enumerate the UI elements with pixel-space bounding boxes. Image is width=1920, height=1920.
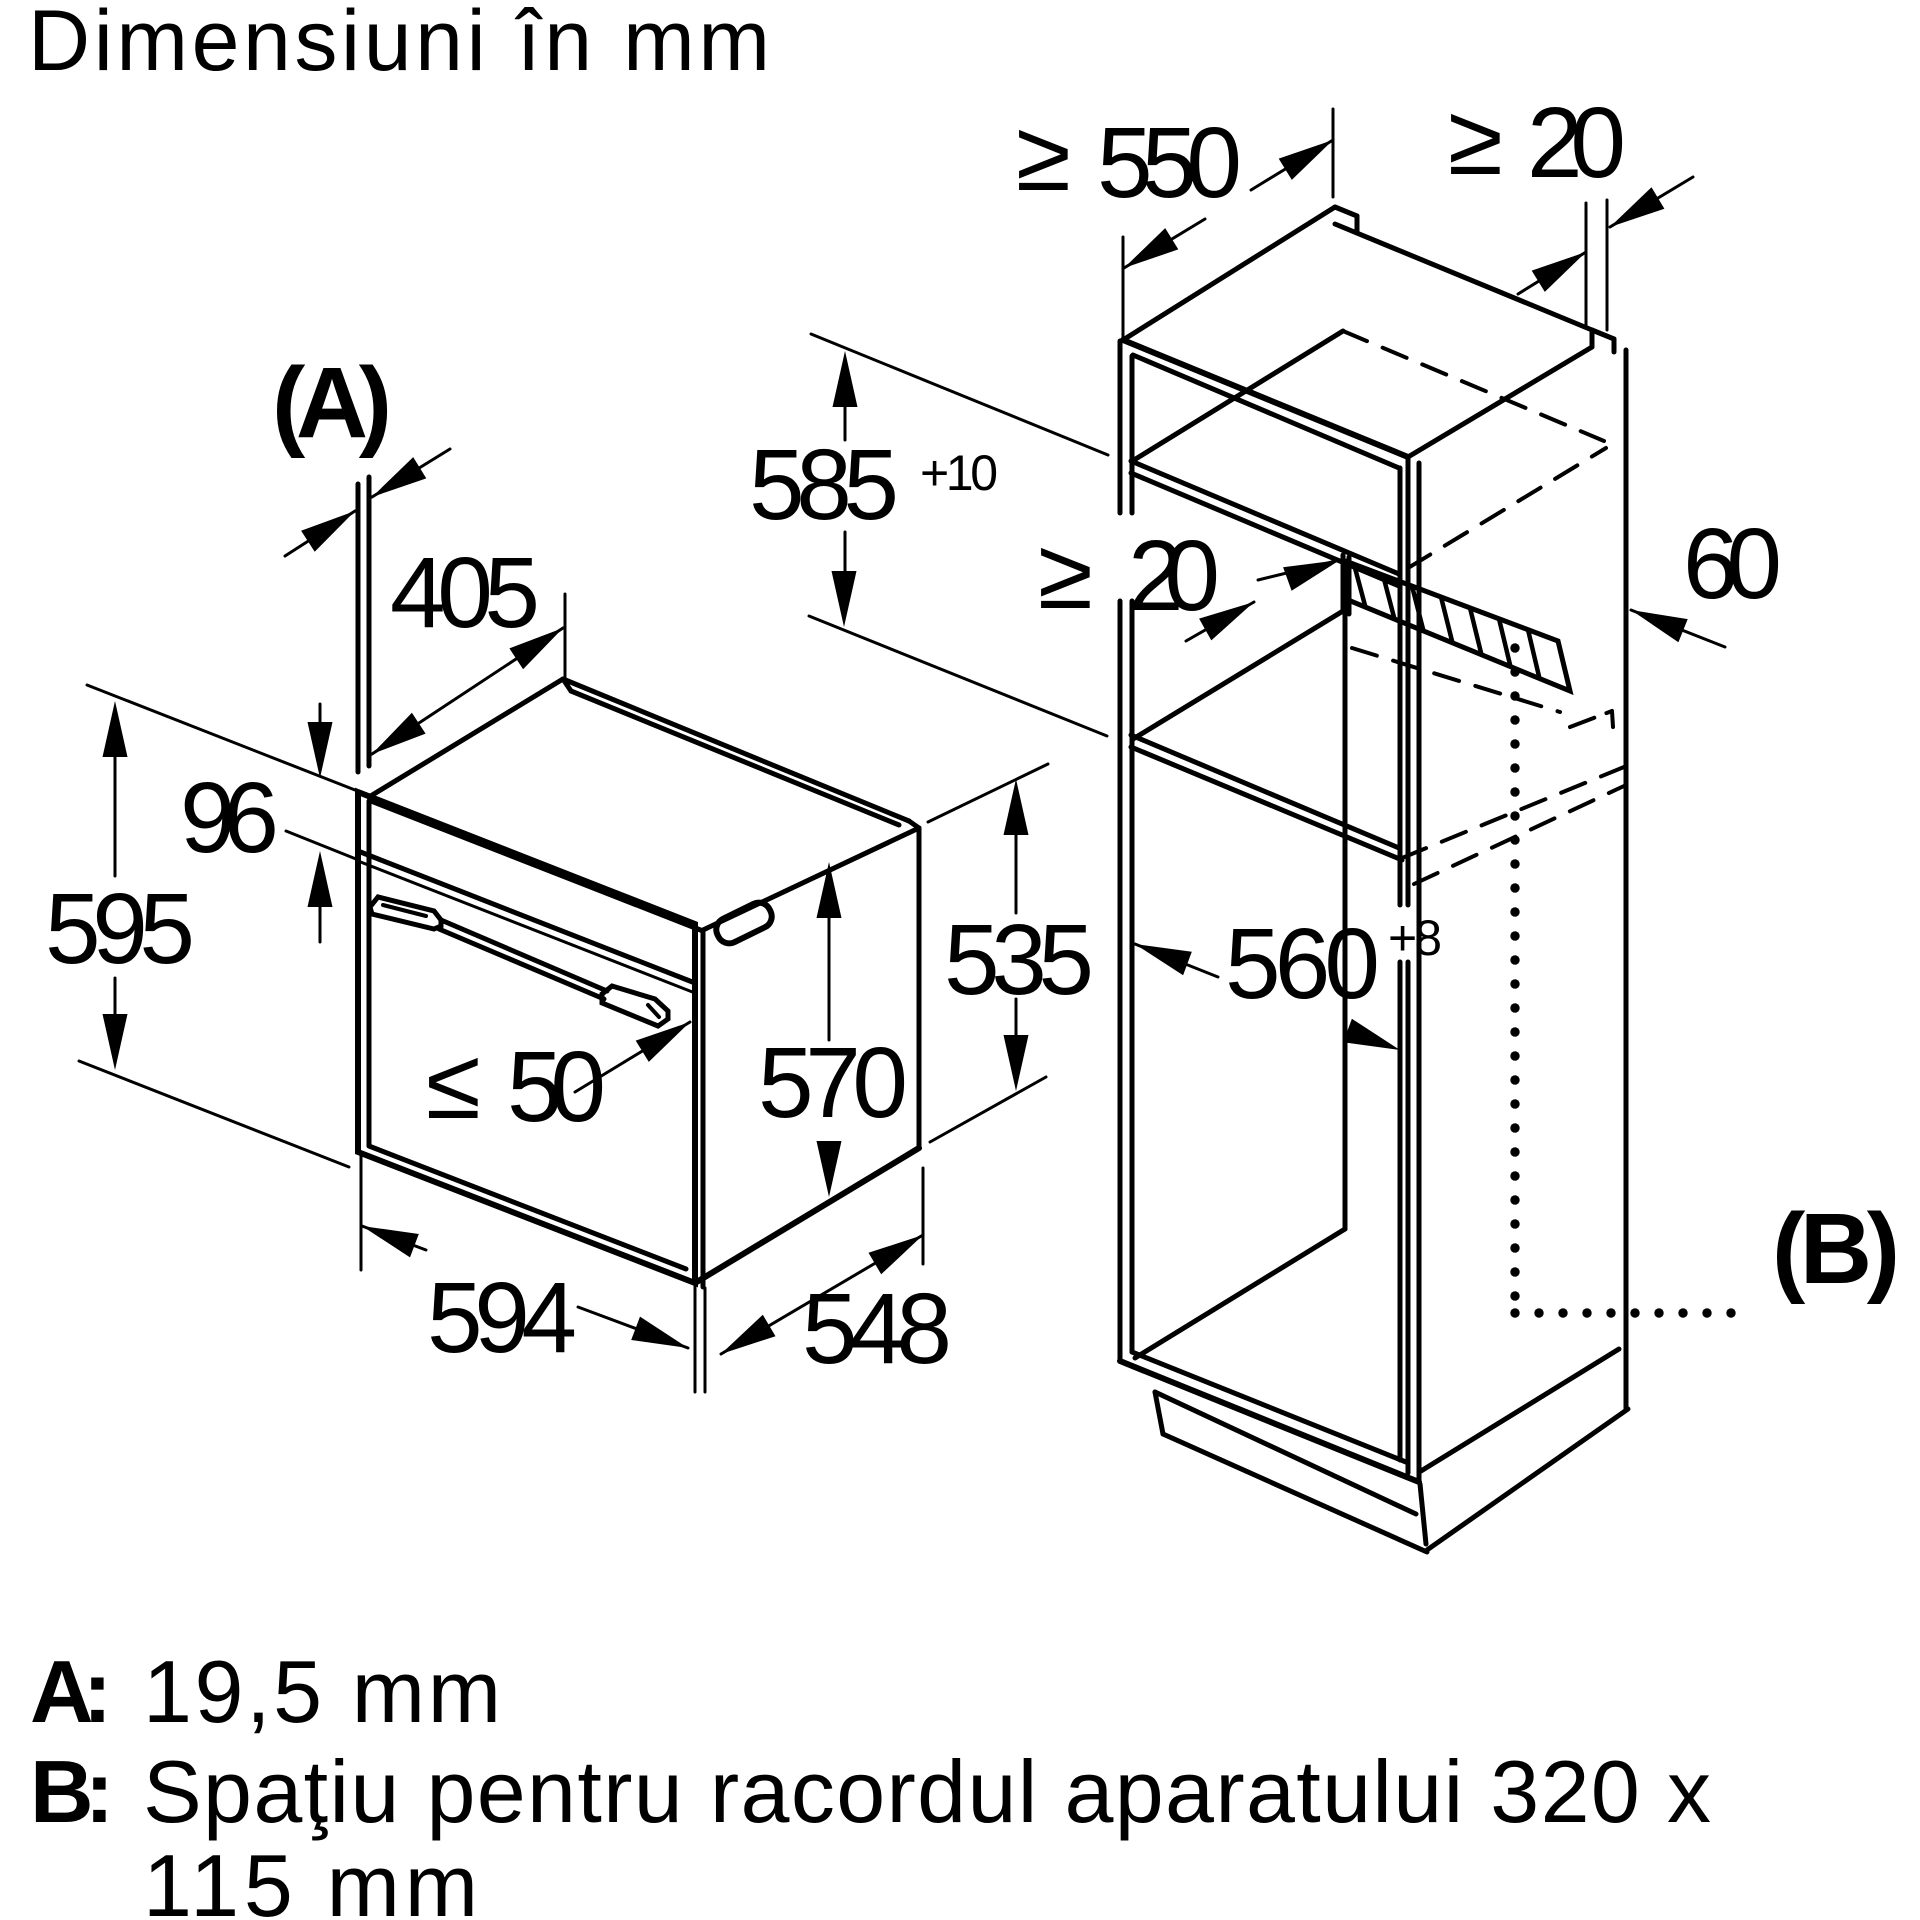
- svg-text:595: 595: [45, 873, 195, 985]
- svg-text:560: 560: [1225, 908, 1380, 1020]
- svg-text:20: 20: [1527, 87, 1626, 199]
- svg-text:96: 96: [180, 762, 279, 874]
- svg-text:B:: B:: [30, 1742, 114, 1841]
- svg-text:≥: ≥: [1038, 518, 1093, 630]
- svg-text:+10: +10: [920, 445, 998, 501]
- svg-text:570: 570: [758, 1027, 908, 1139]
- svg-text:≤: ≤: [426, 1028, 481, 1140]
- svg-text:548: 548: [802, 1273, 952, 1385]
- svg-text:(A): (A): [272, 347, 392, 459]
- svg-text:594: 594: [427, 1262, 577, 1374]
- svg-text:Spaţiu pentru racordul aparatu: Spaţiu pentru racordul aparatului 320 x: [143, 1742, 1711, 1841]
- svg-text:+8: +8: [1388, 910, 1442, 966]
- svg-text:Dimensiuni în mm: Dimensiuni în mm: [28, 0, 770, 89]
- svg-text:535: 535: [944, 904, 1094, 1016]
- svg-text:A:: A:: [30, 1642, 112, 1741]
- svg-text:60: 60: [1683, 508, 1782, 620]
- svg-text:585: 585: [749, 429, 899, 541]
- svg-text:50: 50: [507, 1031, 606, 1143]
- svg-text:20: 20: [1128, 520, 1220, 632]
- svg-text:≥: ≥: [1448, 84, 1503, 196]
- svg-text:405: 405: [390, 537, 540, 649]
- svg-text:115 mm: 115 mm: [143, 1836, 478, 1920]
- svg-text:(B): (B): [1772, 1193, 1900, 1305]
- svg-text:19,5 mm: 19,5 mm: [143, 1642, 501, 1741]
- svg-text:550: 550: [1097, 107, 1242, 219]
- svg-text:≥: ≥: [1016, 100, 1071, 212]
